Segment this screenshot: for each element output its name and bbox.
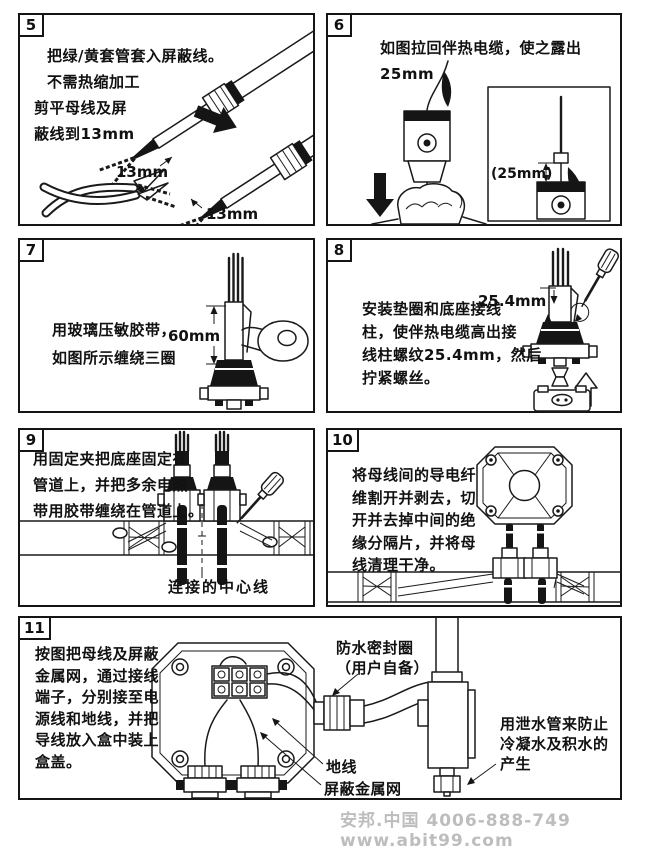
step11-instruction: 按图把母线及屏蔽 金属网，通过接线 端子，分别接至电 源线和地线，并把 导线放入… <box>35 645 160 771</box>
gland-bases <box>492 557 558 604</box>
cut-wire-piece <box>137 183 171 196</box>
step5-illustration: 13mm 13mm <box>39 21 313 224</box>
terminal-block <box>211 665 268 699</box>
step-number-10: 10 <box>326 428 359 452</box>
drain-pipe-illustration <box>417 618 476 797</box>
down-arrow-icon <box>366 173 394 217</box>
label-leader-lines <box>260 673 497 786</box>
gland-assembly <box>522 247 598 387</box>
panel-step-6: 6 <box>326 13 622 226</box>
panel-step-11: 11 <box>18 616 622 800</box>
step8-instruction: 安装垫圈和底座接线 柱，使伴热电缆高出接 线柱螺纹25.4mm，然后 拧紧螺丝。 <box>362 300 542 387</box>
tape-roll-icon <box>241 320 309 362</box>
center-line-label: 连接的中心线 <box>168 578 271 596</box>
screwdriver-icon <box>236 471 284 524</box>
drain-pipe-label: 用泄水管来防止 冷凝水及积水的 产生 <box>500 715 609 773</box>
wire-cutters-icon <box>39 169 169 218</box>
panel-step-5: 5 <box>18 13 315 226</box>
pipe-clamp-base <box>533 385 591 411</box>
heating-cable-end <box>199 252 269 410</box>
wires <box>204 656 320 767</box>
step-number-5: 5 <box>18 13 44 37</box>
pipe-illustration <box>328 571 620 603</box>
step6-instruction: 如图拉回伴热电缆，使之露出25mm <box>380 39 582 83</box>
pipe-illustration <box>20 520 313 556</box>
step-number-6: 6 <box>326 13 352 37</box>
junction-box-back-plate <box>476 446 573 525</box>
junction-box-open <box>151 642 315 784</box>
dim-arrow <box>159 156 203 209</box>
step11-illustration <box>151 618 497 798</box>
brand-footer: 安邦.中国 4006-888-749 www.abjt99.com <box>340 811 571 846</box>
shield-mesh-label: 屏蔽金属网 <box>324 780 402 798</box>
step7-instruction: 用玻璃压敏胶带， 如图所示缠绕三圈 <box>52 321 177 367</box>
step10-instruction: 将母线间的导电纤 维割开并剥去，切 开并去掉中间的绝 缘分隔片，并将母 线清理干… <box>352 466 477 574</box>
dim-13mm-1: 13mm <box>116 163 168 181</box>
step8-illustration: 25.4mm <box>478 247 619 411</box>
step-number-8: 8 <box>326 238 352 262</box>
dim-25-4mm: 25.4mm <box>478 292 546 310</box>
step9-instruction: 用固定夹把底座固定在 管道上，并把多余电热 带用胶带缠绕在管道上。 <box>33 450 204 520</box>
dim-60mm: 60mm <box>168 327 220 345</box>
step-number-9: 9 <box>18 428 44 452</box>
ground-wire-label: 地线 <box>326 758 358 776</box>
seal-label: 防水密封圈 （用户自备） <box>336 639 430 677</box>
step10-illustration <box>328 446 620 604</box>
screwdriver-icon <box>581 248 619 307</box>
bus-wires <box>501 524 549 559</box>
panel-step-10: 10 <box>326 428 622 607</box>
step6-illustration: (25mm) <box>366 60 611 224</box>
arrow-right-icon <box>193 105 237 133</box>
dim-13mm-2: 13mm <box>206 205 258 223</box>
dim-25mm: (25mm) <box>491 166 552 182</box>
bottom-glands <box>176 765 287 798</box>
rotate-arrow-head <box>575 314 582 322</box>
step7-illustration: 60mm <box>168 252 309 410</box>
center-line <box>198 504 206 578</box>
rotate-arrow-icon <box>570 302 590 322</box>
waterproof-gland <box>313 695 365 731</box>
dim-arrow <box>540 287 558 326</box>
step5-note-left: 剪平母线及屏 蔽线到13mm <box>34 99 135 143</box>
hand-pulling-cable-illustration <box>371 60 487 224</box>
inset-detail-box: (25mm) <box>487 86 611 222</box>
step5-note-top: 把绿/黄套管套入屏蔽线。 不需热缩加工 <box>47 47 224 91</box>
step9-illustration <box>20 430 313 587</box>
panel-step-7: 7 <box>18 238 315 413</box>
step-number-11: 11 <box>18 616 51 640</box>
step-number-7: 7 <box>18 238 44 262</box>
connection-base-right <box>196 430 248 587</box>
dim-arrow <box>206 305 226 365</box>
panel-step-9: 9 <box>18 428 315 607</box>
cut-wire-piece <box>145 195 177 209</box>
panel-step-8: 8 <box>326 238 622 413</box>
